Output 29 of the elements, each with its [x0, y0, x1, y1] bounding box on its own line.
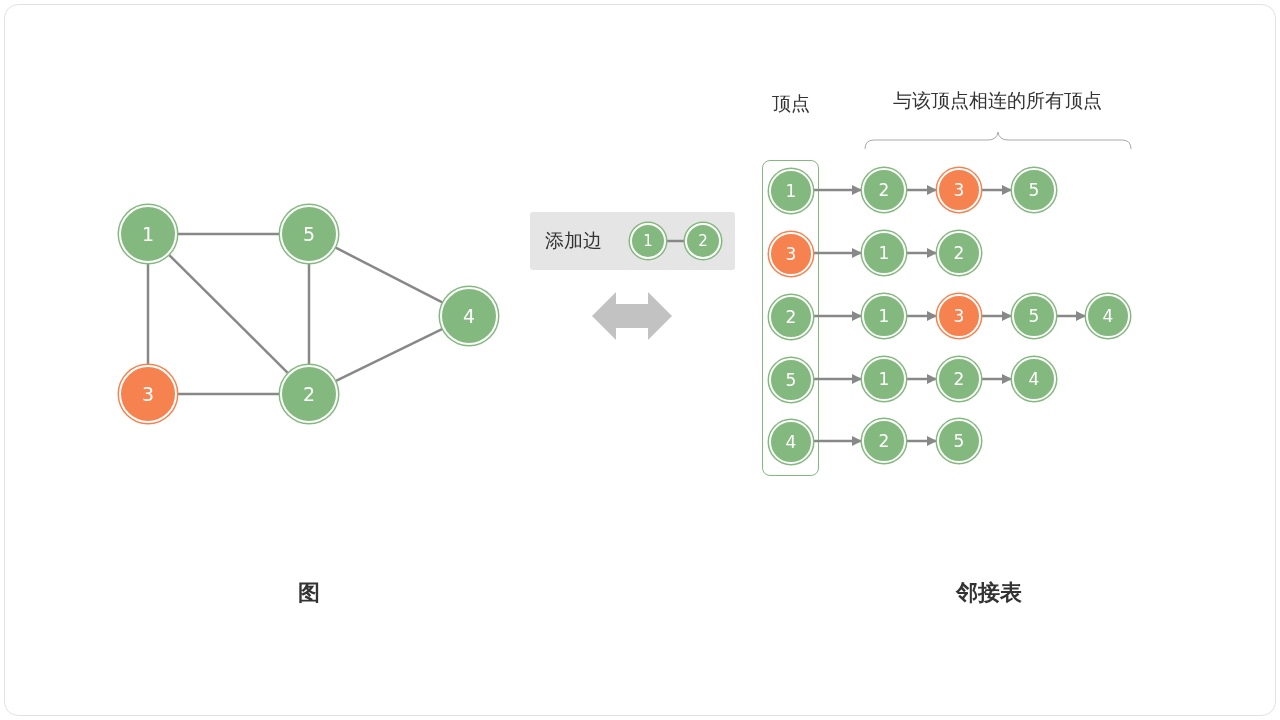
- arrow: [813, 436, 862, 446]
- panel-heading: 添加边: [545, 228, 602, 253]
- edge-line: [168, 254, 289, 374]
- arrow: [907, 311, 937, 321]
- bracket-label: 与该顶点相连的所有顶点: [892, 88, 1102, 113]
- arrow: [982, 185, 1012, 195]
- arrow: [813, 311, 862, 321]
- arrow: [907, 374, 937, 384]
- caption: 邻接表: [956, 579, 1022, 607]
- arrow: [1057, 311, 1086, 321]
- arrow: [813, 185, 862, 195]
- arrow: [907, 248, 937, 258]
- edge-line: [146, 264, 150, 364]
- edge-line: [335, 246, 443, 304]
- arrow: [813, 248, 862, 258]
- edge-line: [178, 392, 279, 396]
- arrow: [907, 185, 937, 195]
- arrow: [813, 374, 862, 384]
- caption: 图: [298, 579, 320, 607]
- arrow: [982, 311, 1012, 321]
- edge-line: [307, 264, 311, 364]
- column-heading: 顶点: [771, 91, 810, 116]
- arrow: [982, 374, 1012, 384]
- vertex-circle: 1: [630, 223, 666, 259]
- arrow: [907, 436, 937, 446]
- vertex-circle: 2: [685, 223, 721, 259]
- edge-line: [178, 232, 279, 236]
- edge-line: [335, 328, 443, 382]
- edge-info-panel: [530, 212, 735, 270]
